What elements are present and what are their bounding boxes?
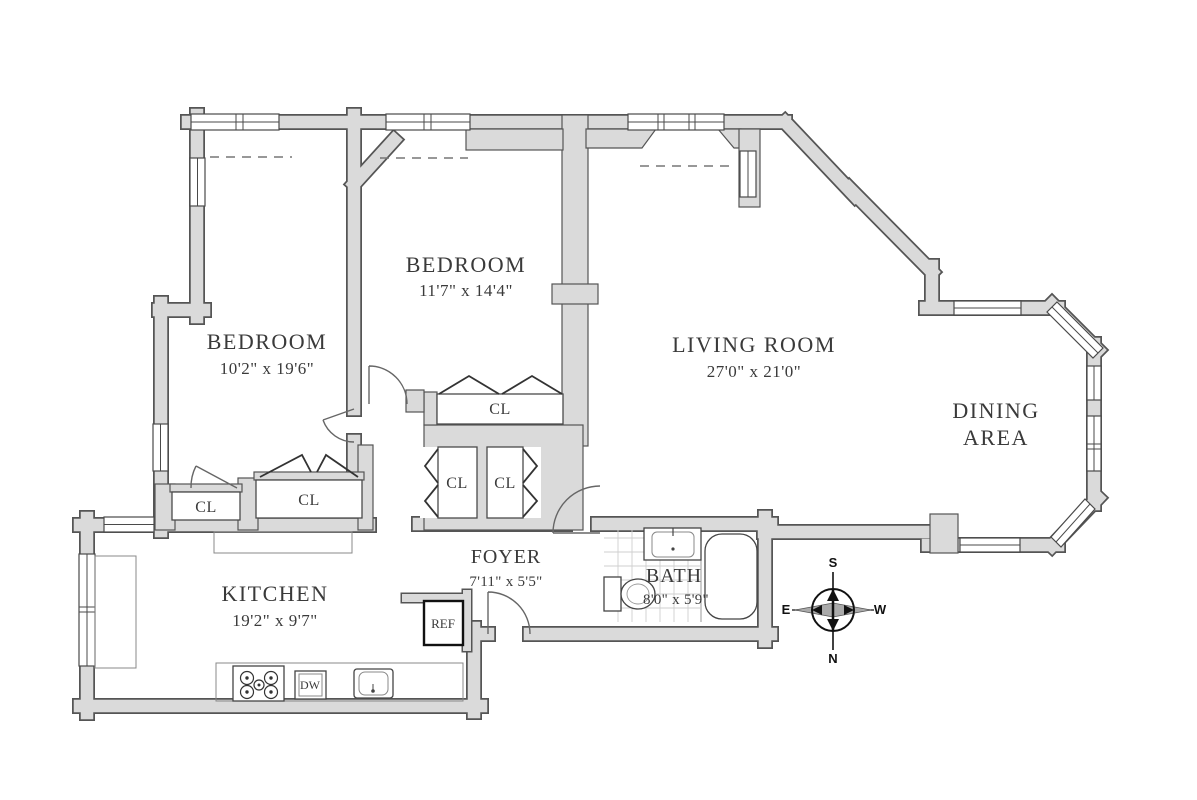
- windows: [78, 113, 1104, 667]
- bath-sink: [643, 527, 702, 561]
- alcove-wall: [465, 128, 564, 151]
- closet-jamb: [423, 391, 438, 426]
- refrigerator-label: REF: [431, 616, 455, 631]
- counter-top: [213, 531, 353, 554]
- bathtub: [704, 533, 758, 620]
- foyer-dims: 7'11" x 5'5": [469, 574, 542, 590]
- bifold-doors: [259, 374, 563, 518]
- wall-bed2-living: [561, 114, 589, 447]
- bath-fixtures: [603, 527, 758, 622]
- bath-dims: 8'0" x 5'9": [643, 592, 709, 608]
- counter-left: [94, 555, 137, 669]
- living-room-label: LIVING ROOM: [672, 332, 836, 357]
- door-jamb-stub: [405, 389, 425, 413]
- door-bedroom1: [322, 408, 355, 443]
- kitchen-sink: [353, 668, 394, 699]
- closet-hall-left: [437, 446, 478, 519]
- compass-south-label: S: [829, 555, 838, 570]
- kitchen-dims: 19'2" x 9'7": [232, 611, 318, 630]
- closet-label-bedroom2: CL: [489, 401, 510, 418]
- door-closet-bedroom1: [190, 465, 238, 489]
- closet-label-hall-left: CL: [446, 475, 467, 492]
- closet-label-bedroom1-left: CL: [195, 499, 216, 516]
- closet-label-hall-right: CL: [494, 475, 515, 492]
- door-bedroom2: [368, 365, 408, 405]
- foyer-label: FOYER: [471, 546, 542, 568]
- alcove-wall: [716, 128, 742, 149]
- bedroom2-dims: 11'7" x 14'4": [419, 281, 513, 300]
- door-entry: [487, 591, 531, 635]
- bath-label: BATH: [646, 565, 702, 587]
- doors: [190, 365, 601, 635]
- bedroom1-label: BEDROOM: [207, 329, 328, 354]
- compass-north-label: N: [828, 651, 837, 666]
- closet-label-bedroom1-mid: CL: [298, 492, 319, 509]
- dishwasher: [294, 670, 327, 700]
- closet-bedroom1-left: [171, 491, 241, 521]
- bedroom2-label: BEDROOM: [406, 252, 527, 277]
- dining-area-label-line2: AREA: [963, 425, 1029, 450]
- wall-notch: [929, 513, 959, 554]
- dishwasher-label: DW: [300, 678, 321, 692]
- compass-west-label: W: [874, 602, 887, 617]
- compass-east-label: E: [782, 602, 791, 617]
- compass-rose: S N E W: [782, 555, 887, 666]
- living-room-dims: 27'0" x 21'0": [707, 362, 802, 381]
- door-bath: [552, 485, 601, 534]
- refrigerator: [422, 599, 465, 647]
- soffit-dashed-lines: [210, 156, 734, 167]
- alcove-wall: [585, 128, 658, 149]
- counter-bottom: [215, 662, 464, 702]
- dining-area-label-line1: DINING: [952, 398, 1039, 423]
- wall-pilaster: [551, 283, 599, 305]
- closet-bedroom1-mid: [255, 479, 363, 519]
- stove: [232, 665, 285, 702]
- closet-bedroom2: [436, 393, 564, 425]
- room-labels: BEDROOM 10'2" x 19'6" BEDROOM 11'7" x 14…: [195, 252, 1039, 692]
- kitchen-label: KITCHEN: [221, 581, 328, 606]
- closet-wall: [253, 471, 365, 481]
- kitchen-fixtures: [94, 531, 465, 702]
- bedroom1-dims: 10'2" x 19'6": [220, 359, 315, 378]
- closet-interiors: [171, 393, 564, 521]
- toilet: [603, 576, 656, 612]
- closet-hall-right: [486, 446, 524, 519]
